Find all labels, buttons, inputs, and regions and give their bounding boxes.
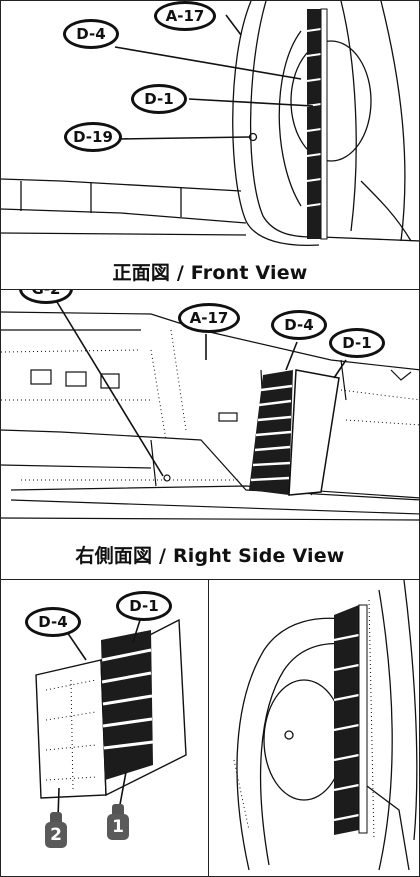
side-view-caption: 右側面図 / Right Side View [75, 545, 345, 567]
front-view-drawing [1, 1, 419, 247]
detail-callout-d4: D-4 [25, 607, 81, 637]
detail-part-drawing [35, 616, 187, 819]
d4-panel-side [249, 370, 293, 495]
paint-bottle-2: 2 [45, 812, 67, 848]
side-callout-a17: A-17 [178, 303, 240, 333]
side-view-panel: G-2 A-17 D-4 D-1 右側面図 / Right Side View [0, 289, 420, 580]
paint-number-1: 1 [107, 814, 129, 840]
side-callout-d4: D-4 [271, 310, 327, 340]
paint-bottle-1: 1 [107, 804, 129, 840]
front-callout-a17: A-17 [154, 1, 216, 31]
detail-callout-d1: D-1 [116, 591, 172, 621]
detail-intake-drawing [233, 580, 418, 871]
front-callout-d19: D-19 [64, 122, 122, 152]
detail-intake-panel [208, 579, 420, 877]
paint-number-2: 2 [45, 822, 67, 848]
side-callout-d1: D-1 [329, 328, 385, 358]
detail-part-panel: D-4 D-1 2 1 [0, 579, 210, 877]
front-callout-d1: D-1 [131, 84, 187, 114]
d4-panel-detail [101, 630, 154, 780]
front-callout-d4: D-4 [63, 19, 119, 49]
d4-panel-intake [333, 604, 368, 835]
front-view-panel: A-17 D-4 D-1 D-19 正面図 / Front View [0, 0, 420, 290]
d4-panel-front [306, 8, 328, 240]
front-view-caption: 正面図 / Front View [112, 262, 308, 284]
